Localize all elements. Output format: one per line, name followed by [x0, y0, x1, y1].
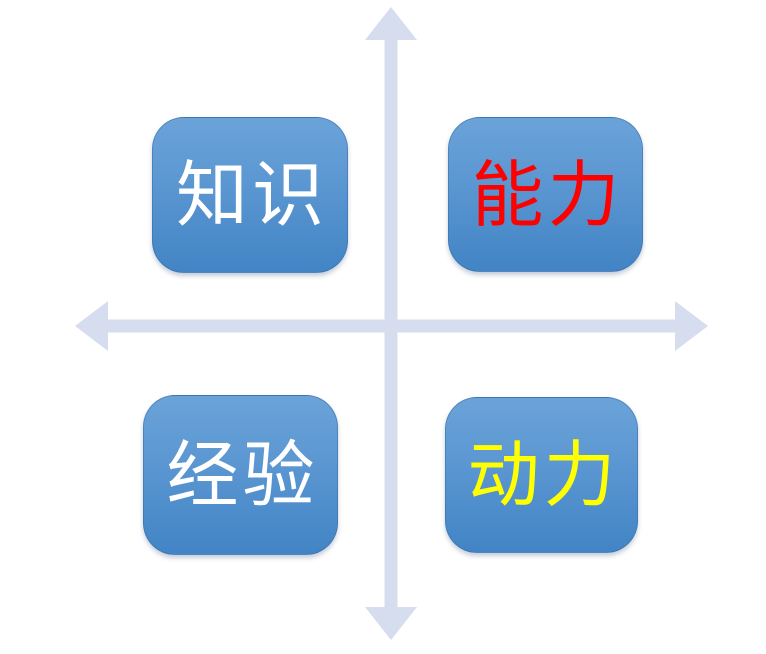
quadrant-box-bottom-left: 经验 [143, 395, 338, 555]
quadrant-box-top-right: 能力 [448, 117, 643, 272]
quadrant-label-bottom-right: 动力 [467, 433, 620, 517]
quadrant-label-bottom-left: 经验 [166, 433, 319, 517]
quadrant-box-bottom-right: 动力 [445, 397, 638, 553]
quadrant-label-top-left: 知识 [175, 153, 328, 237]
horizontal-axis-double-arrow-icon [75, 301, 708, 351]
quadrant-box-top-left: 知识 [152, 117, 348, 273]
quadrant-label-top-right: 能力 [471, 152, 624, 237]
